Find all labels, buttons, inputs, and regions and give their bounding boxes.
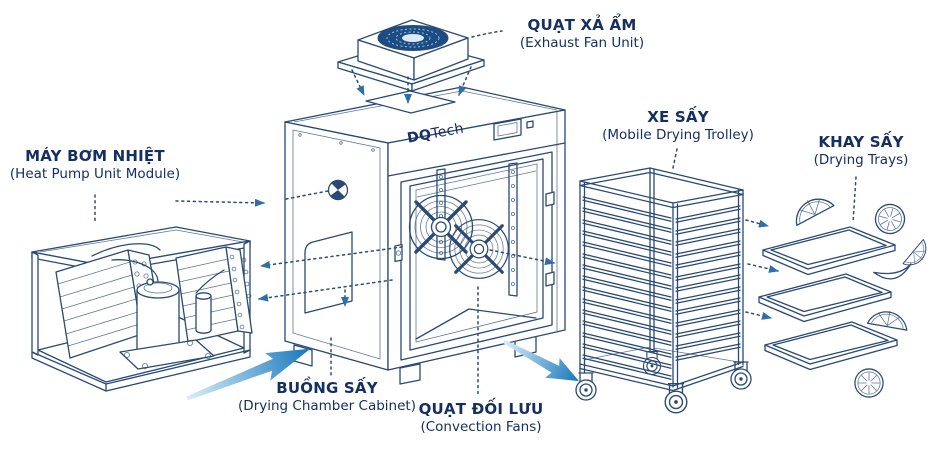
label-heat-pump-title: MÁY BƠM NHIỆT [25, 147, 165, 165]
drying-tray [758, 273, 892, 323]
label-exhaust-fan: QUẠT XẢ ẨM (Exhaust Fan Unit) [520, 16, 644, 52]
door-hinge [545, 191, 555, 207]
heat-pump-module [31, 226, 253, 392]
side-duct-opening [304, 231, 353, 314]
condenser-coil [175, 246, 253, 343]
fruit-wedge [788, 189, 835, 226]
drying-tray [764, 321, 898, 371]
caster-wheel [664, 382, 688, 414]
mobile-drying-trolley [575, 167, 752, 414]
fruit-crescent [872, 263, 914, 283]
label-heat-pump: MÁY BƠM NHIỆT (Heat Pump Unit Module) [10, 147, 180, 183]
door-hinge [545, 271, 555, 287]
label-chamber-subtitle: (Drying Chamber Cabinet) [238, 397, 416, 414]
door-handle [394, 243, 403, 263]
label-convection-fans-subtitle: (Convection Fans) [420, 418, 542, 435]
gauge-dial [327, 179, 349, 201]
drying-trays-group [758, 226, 898, 371]
label-heat-pump-subtitle: (Heat Pump Unit Module) [9, 165, 181, 182]
exhaust-fan-unit [337, 19, 485, 92]
label-trays: KHAY SẤY (Drying Trays) [814, 133, 909, 169]
control-panel-display [493, 118, 534, 141]
exhaust-fan-icon [377, 25, 449, 51]
leader-lines [94, 30, 857, 398]
drying-chamber-cabinet [284, 86, 566, 385]
label-chamber-title: BUỒNG SẤY [276, 379, 378, 397]
power-button [526, 120, 534, 129]
fruit-wheel [854, 368, 884, 398]
label-chamber: BUỒNG SẤY (Drying Chamber Cabinet) [238, 379, 416, 415]
label-trolley-subtitle: (Mobile Drying Trolley) [602, 126, 754, 143]
label-convection-fans-title: QUẠT ĐỐI LƯU [418, 400, 544, 418]
fruit-wedge [866, 306, 911, 331]
caster-wheel [730, 361, 752, 390]
trolley-shelf-rails-right [675, 205, 741, 361]
label-exhaust-fan-title: QUẠT XẢ ẨM [527, 16, 637, 34]
fruit-wheel [871, 200, 909, 238]
label-trays-subtitle: (Drying Trays) [813, 151, 909, 168]
label-trolley: XE SẤY (Mobile Drying Trolley) [602, 108, 754, 144]
cabinet-door [394, 151, 555, 361]
compressor [119, 278, 215, 370]
label-trays-title: KHAY SẤY [818, 133, 904, 151]
caster-wheel [575, 372, 597, 401]
drying-tray [762, 226, 896, 276]
label-convection-fans: QUẠT ĐỐI LƯU (Convection Fans) [419, 400, 544, 436]
label-trolley-title: XE SẤY [647, 108, 709, 126]
label-exhaust-fan-subtitle: (Exhaust Fan Unit) [519, 34, 645, 51]
